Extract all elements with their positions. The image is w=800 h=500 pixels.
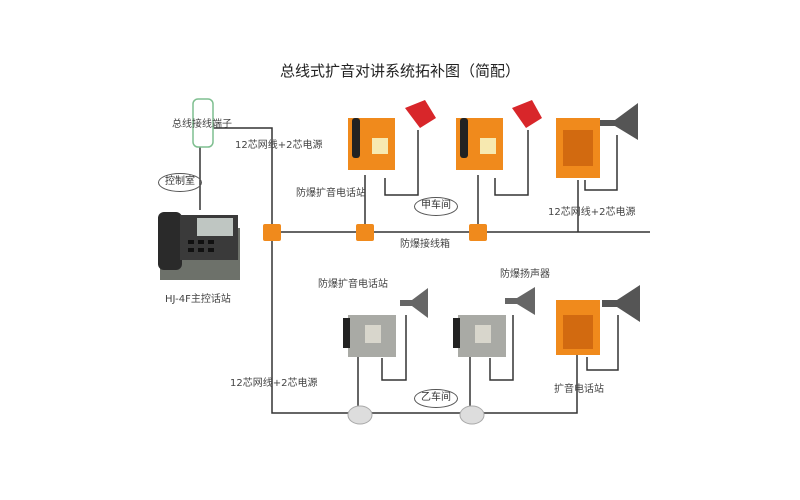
ex-junction-box-label: 防爆接线箱 <box>400 239 450 250</box>
pa-phone-label: 扩音电话站 <box>554 384 604 395</box>
grey-horn-icon <box>505 287 535 315</box>
grey-horn-icon <box>602 285 640 322</box>
grey-horn-icon <box>400 288 428 318</box>
cable-label-bottom: 12芯网线+2芯电源 <box>230 378 318 389</box>
bus-terminal-icon <box>192 98 214 148</box>
main-station-label: HJ-4F主控话站 <box>165 294 231 305</box>
ex-phone-label-bottom: 防爆扩音电话站 <box>318 279 388 290</box>
ex-phone-label-top: 防爆扩音电话站 <box>296 188 366 199</box>
workshop-a-badge: 甲车间 <box>414 197 458 216</box>
control-room-badge: 控制室 <box>158 173 202 192</box>
silver-junction-icon <box>459 405 485 425</box>
ex-junction-box-icons <box>263 224 487 241</box>
wiring <box>199 127 650 414</box>
grey-horn-icon <box>600 103 638 140</box>
junction-box-icon <box>356 224 374 241</box>
cable-label-top: 12芯网线+2芯电源 <box>235 140 323 151</box>
cable-label-right: 12芯网线+2芯电源 <box>548 207 636 218</box>
trunk-cable <box>213 127 578 414</box>
red-horn-icon <box>405 100 436 128</box>
junction-box-icon <box>469 224 487 241</box>
main-station-icon <box>158 212 240 280</box>
workshop-b-badge: 乙车间 <box>414 389 458 408</box>
silver-junction-icon <box>347 405 373 425</box>
steel-ex-phone-icon <box>453 315 506 357</box>
red-horn-icon <box>512 100 542 128</box>
pa-phone-icon <box>556 118 600 178</box>
bus-terminal-label: 总线接线端子 <box>172 119 232 130</box>
ex-phone-icon <box>348 118 395 170</box>
pa-phone-icon <box>556 300 600 355</box>
ex-speaker-label: 防爆扬声器 <box>500 269 550 280</box>
diagram-title: 总线式扩音对讲系统拓补图（简配） <box>279 62 520 80</box>
ex-phone-icon <box>456 118 503 170</box>
steel-ex-phone-icon <box>343 315 396 357</box>
junction-box-icon <box>263 224 281 241</box>
